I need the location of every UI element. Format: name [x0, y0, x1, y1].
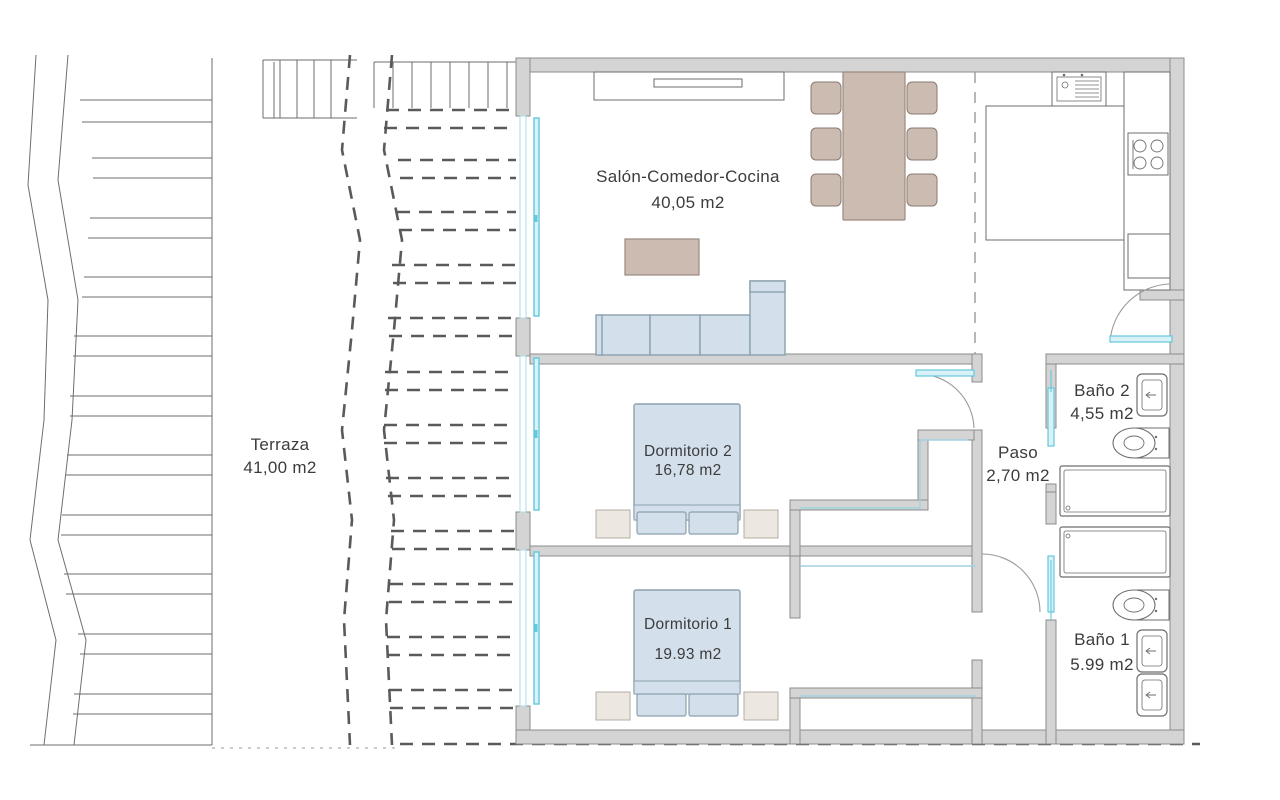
kitchen-sink: [1051, 71, 1107, 107]
entry-door-swing-arc: [1109, 283, 1171, 343]
kitchen-cooktop: [1127, 132, 1169, 176]
overhang-edge-outer: [340, 54, 362, 746]
bed1-pillow: [688, 693, 739, 717]
coffee-table: [624, 238, 700, 276]
wall-exterior-left-c: [515, 511, 531, 551]
wall-bath-divider-upper: [1045, 483, 1057, 493]
bano1-washbasin-upper: [1136, 629, 1168, 673]
landscape-steps-group: [27, 54, 213, 746]
wardrobe-bedroom2[interactable]: [800, 439, 968, 509]
bano1-washbasin-lower: [1136, 673, 1168, 717]
dining-chairs-right: [906, 81, 938, 207]
wall-wardrobe2-head: [917, 429, 975, 441]
overhang-edge-inner: [382, 54, 404, 746]
wall-wardrobe1-vert-a: [789, 555, 801, 619]
wall-entry-return: [1139, 289, 1185, 301]
wall-bath1-left: [1045, 619, 1057, 745]
door-bedroom2-leaf: [915, 369, 975, 377]
sofa-armrest: [595, 314, 603, 356]
door-bano2-leaf: [1047, 387, 1055, 447]
label-dormitorio2-area: 16,78 m2: [654, 462, 721, 479]
bano1-toilet: [1112, 589, 1170, 621]
label-bano1-area: 5.99 m2: [1070, 655, 1134, 674]
sofa-seat: [649, 314, 701, 356]
wall-wardrobe2-top: [789, 499, 929, 511]
label-dormitorio1-name: Dormitorio 1: [644, 616, 732, 633]
sliding-door-bedroom1[interactable]: [519, 549, 540, 707]
bed1-foot: [633, 680, 741, 695]
wardrobe-bedroom1[interactable]: [800, 565, 976, 697]
landscape-inner-edge: [57, 54, 87, 746]
wall-bedroom2-bedroom1: [529, 545, 983, 557]
label-terraza-name: Terraza: [251, 435, 310, 454]
bed2-pillow: [688, 511, 739, 535]
wall-corridor-vert-b: [971, 429, 983, 613]
sliding-door-living[interactable]: [519, 115, 540, 319]
label-bano2-name: Baño 2: [1074, 381, 1130, 400]
kitchen-cabinet: [1127, 233, 1171, 279]
wall-bath-top: [1045, 353, 1185, 365]
room-labels-group: Terraza 41,00 m2 Salón-Comedor-Cocina 40…: [243, 167, 1133, 674]
bed1-mattress: [633, 589, 741, 695]
kitchen-island: [985, 105, 1125, 241]
label-salon-area: 40,05 m2: [651, 193, 724, 212]
sofa-seat: [599, 314, 651, 356]
bano2-bathtub: [1059, 465, 1171, 517]
wall-exterior-bottom: [515, 729, 1185, 745]
pergola-slats-group: [262, 59, 516, 119]
bed-bedroom1: [633, 589, 741, 717]
label-terraza-area: 41,00 m2: [243, 458, 316, 477]
wall-exterior-top: [515, 57, 1185, 73]
label-paso-area: 2,70 m2: [986, 466, 1050, 485]
bed-bedroom2: [633, 403, 741, 535]
bano2-washbasin: [1136, 373, 1168, 417]
landscape-outer-edge: [27, 54, 57, 746]
label-dormitorio2-name: Dormitorio 2: [644, 443, 732, 460]
label-bano2-area: 4,55 m2: [1070, 404, 1134, 423]
wall-bath-mid: [1045, 487, 1057, 525]
dining-chair: [906, 81, 938, 115]
nightstand-bedroom2-left: [595, 509, 631, 539]
wall-exterior-right: [1169, 57, 1185, 745]
wall-corridor-vert-c: [971, 659, 983, 745]
wall-exterior-left-a: [515, 57, 531, 117]
wall-wardrobe1-top: [789, 687, 983, 699]
sofa: [595, 280, 786, 356]
label-dormitorio1-area: 19.93 m2: [654, 646, 721, 663]
entry-door[interactable]: [1109, 283, 1173, 343]
dining-table: [842, 71, 906, 221]
bed1-pillow: [636, 693, 687, 717]
tv-unit: [593, 71, 785, 101]
dining-chair: [810, 127, 842, 161]
sofa-backrest: [749, 280, 786, 293]
nightstand-bedroom1-left: [595, 691, 631, 721]
bed2-pillow: [636, 511, 687, 535]
dining-chair: [906, 173, 938, 207]
door-bedroom2[interactable]: [915, 369, 975, 429]
walls-group: [515, 57, 1185, 745]
door-bano2[interactable]: [1047, 370, 1055, 447]
sliding-doors-group[interactable]: [519, 115, 540, 707]
overhang-dashed-group: [340, 54, 516, 746]
bano2-toilet: [1112, 427, 1170, 459]
nightstand-bedroom1-right: [743, 691, 779, 721]
sofa-seat: [699, 314, 751, 356]
label-bano1-name: Baño 1: [1074, 630, 1130, 649]
dining-chair: [906, 127, 938, 161]
nightstand-bedroom2-right: [743, 509, 779, 539]
dining-chair: [810, 81, 842, 115]
door-bedroom1-swing-arc: [981, 553, 1041, 613]
bano1-bathtub: [1059, 526, 1171, 578]
sliding-door-bedroom2[interactable]: [519, 355, 540, 513]
wall-exterior-left-b: [515, 317, 531, 357]
dining-chair: [810, 173, 842, 207]
entry-door-leaf: [1109, 335, 1173, 343]
dining-chairs-left: [810, 81, 842, 207]
wall-corridor-vert-a: [971, 353, 983, 383]
label-salon-name: Salón-Comedor-Cocina: [596, 167, 780, 186]
label-paso-name: Paso: [998, 443, 1038, 462]
